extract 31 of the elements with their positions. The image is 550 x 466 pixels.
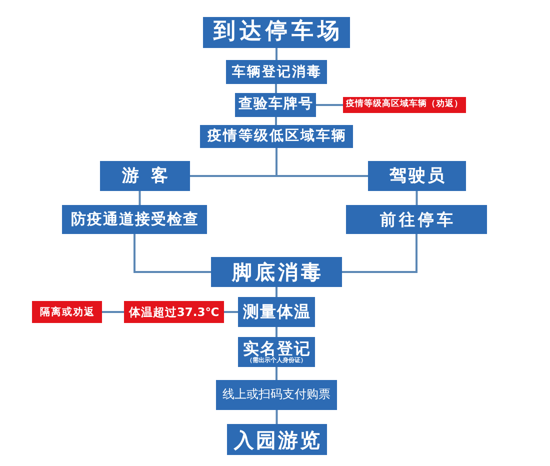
process-box: 线上或扫码支付购票 xyxy=(216,380,337,410)
connector-line xyxy=(276,327,278,337)
connector-line xyxy=(134,234,211,273)
process-box: 驾驶员 xyxy=(368,161,466,191)
connector-line xyxy=(276,287,278,297)
connector-line xyxy=(416,191,418,205)
process-box: 入园游览 xyxy=(227,424,327,455)
process-box: 测量体温 xyxy=(238,297,315,327)
connector-line xyxy=(276,48,278,60)
connector-line xyxy=(316,104,343,106)
process-box: 游客 xyxy=(100,161,190,191)
warning-box: 隔离或劝返 xyxy=(32,301,102,323)
warning-box: 体温超过37.3℃ xyxy=(124,301,224,323)
connector-line xyxy=(275,84,277,93)
connector-line xyxy=(224,311,238,313)
connector-line xyxy=(138,191,141,205)
connector-line xyxy=(275,117,277,125)
connector-line xyxy=(276,367,278,380)
process-box: 到达停车场 xyxy=(203,17,350,48)
connector-line xyxy=(342,234,418,273)
process-box xyxy=(238,337,315,367)
process-box: 疫情等级低区域车辆 xyxy=(200,125,353,148)
process-box: 车辆登记消毒 xyxy=(226,60,327,84)
connector-line xyxy=(276,410,278,424)
warning-box: 疫情等级高区域车辆（劝返） xyxy=(343,97,466,113)
process-box: 前往停车 xyxy=(346,205,487,234)
process-box: 防疫通道接受检查 xyxy=(62,205,207,234)
connector-line xyxy=(102,311,124,313)
process-box: 脚底消毒 xyxy=(211,257,342,287)
process-box: 查验车牌号 xyxy=(235,93,316,117)
step-title: 实名登记 xyxy=(242,340,311,358)
